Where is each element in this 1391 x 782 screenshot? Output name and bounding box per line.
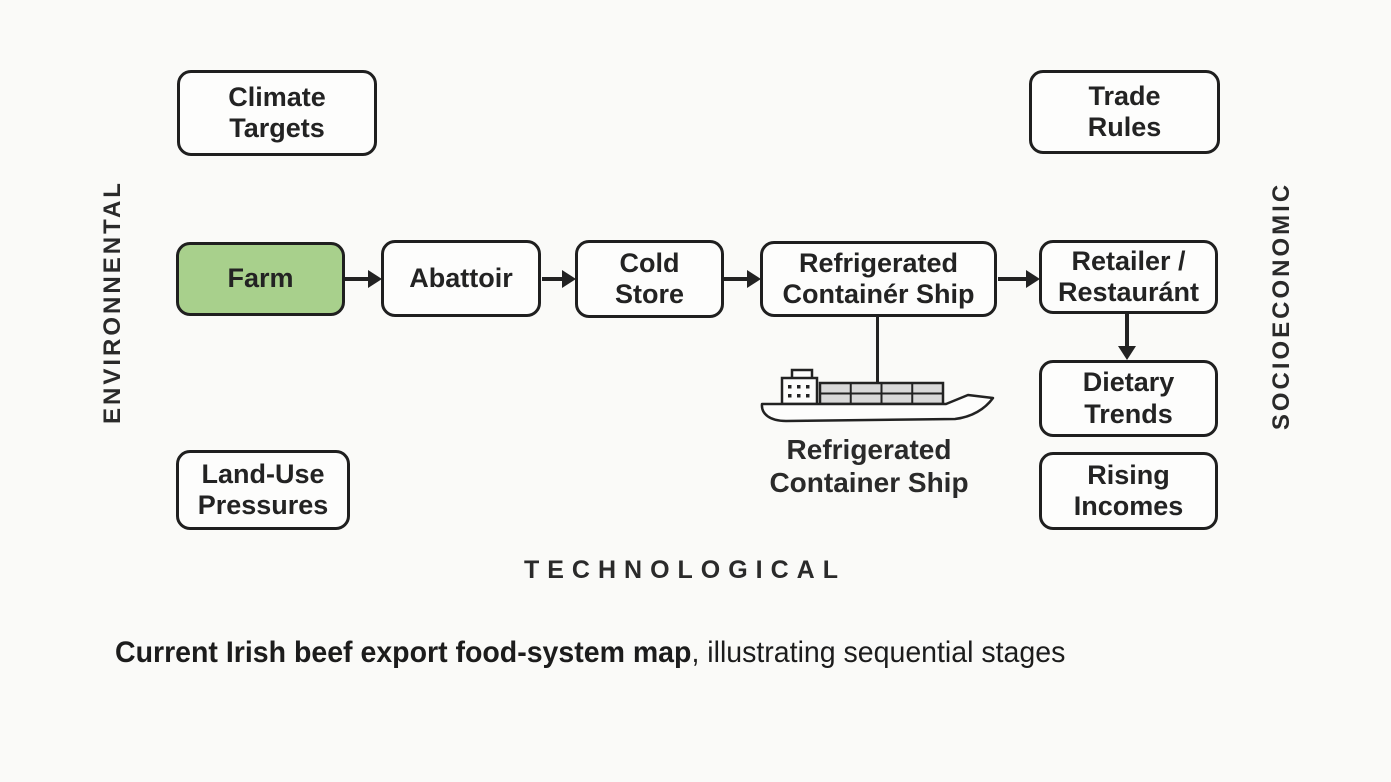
label-socioeconomic: SOCIOECONOMIC [1268,181,1295,431]
context-box-land-use-pressures: Land-Use Pressures [176,450,350,530]
context-box-dietary-trends: Dietary Trends [1039,360,1218,437]
connector-ship-box-to-ship-icon [876,316,879,384]
context-box-climate-targets: Climate Targets [177,70,377,156]
context-box-trade-rules: Trade Rules [1029,70,1220,154]
ship-caption: Refrigerated Container Ship [769,434,969,498]
container-ship-icon [760,368,995,423]
figure-caption-bold: Current Irish beef export food-system ma… [115,636,692,669]
arrow-cold-store-to-ship-icon [724,269,761,289]
label-technological: TECHNOLOGICAL [523,556,847,584]
stage-retailer-restaurant: Retailer / Restauránt [1039,240,1218,314]
arrow-retailer-to-dietary-trends-icon [1116,314,1138,360]
context-box-rising-incomes: Rising Incomes [1039,452,1218,530]
label-environmental: ENVIRONNENTAL [99,180,126,424]
arrow-abattoir-to-cold-store-icon [542,269,576,289]
figure-caption: Current Irish beef export food-system ma… [115,636,1065,670]
arrow-ship-to-retailer-icon [998,269,1040,289]
stage-refrigerated-container-ship: Refrigerated Containér Ship [760,241,997,317]
stage-cold-store: Cold Store [575,240,724,318]
stage-abattoir: Abattoir [381,240,541,317]
arrow-farm-to-abattoir-icon [345,269,382,289]
stage-farm: Farm [176,242,345,316]
figure-caption-regular: , illustrating sequential stages [691,636,1066,669]
